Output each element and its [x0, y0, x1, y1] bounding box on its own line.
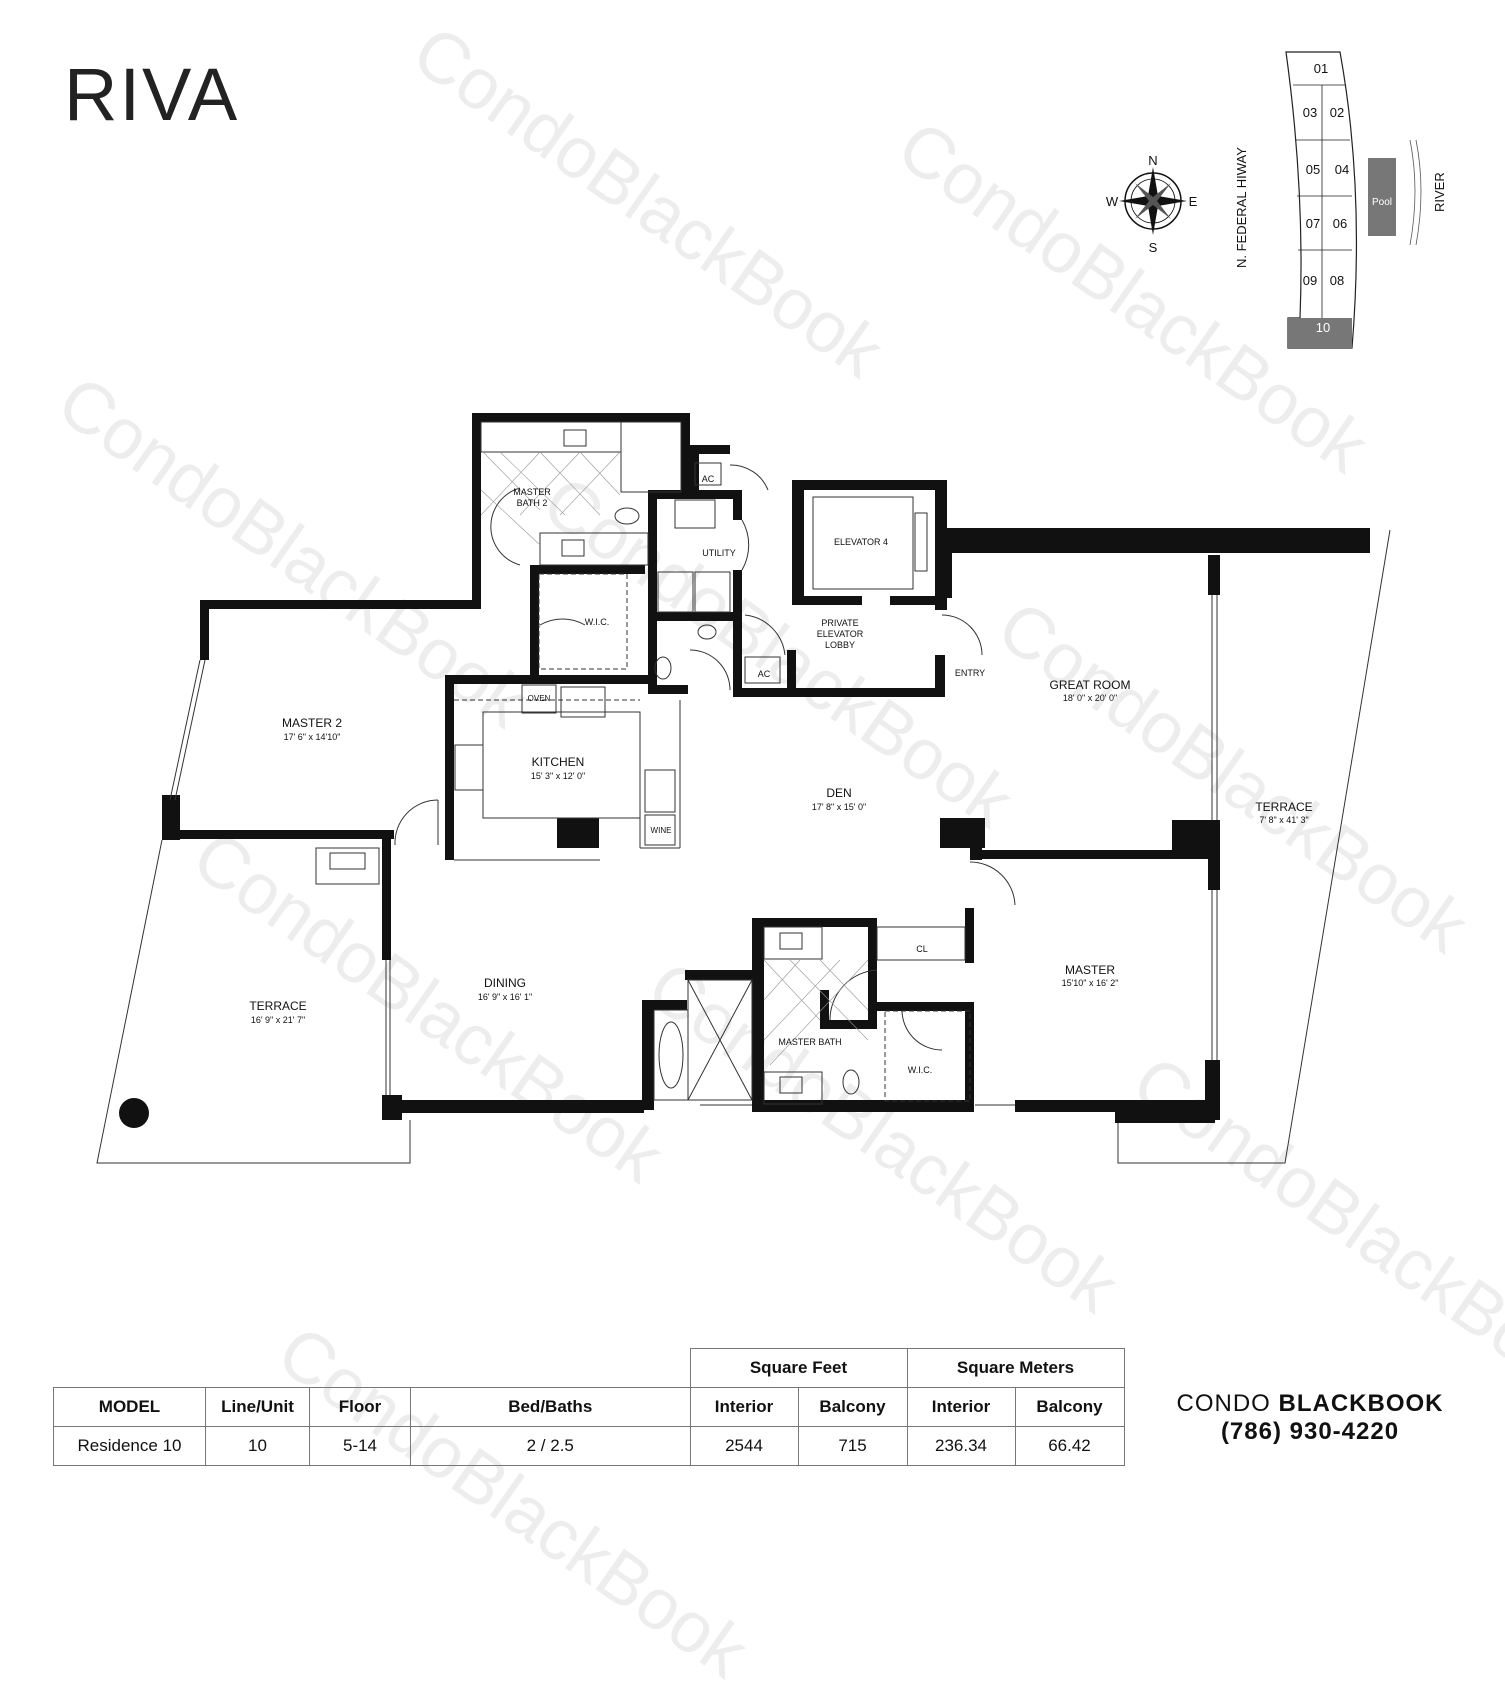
header-bed-baths: Bed/Baths	[410, 1387, 691, 1427]
label-oven: OVEN	[528, 694, 551, 703]
label-dining: DINING	[484, 976, 526, 990]
cell-bed-baths: 2 / 2.5	[410, 1426, 691, 1466]
label-cl: CL	[916, 944, 928, 954]
label-kitchen-dim: 15' 3" x 12' 0"	[531, 771, 585, 781]
label-great-room: GREAT ROOM	[1050, 678, 1131, 692]
cell-interior-sqft: 2544	[689, 1426, 799, 1466]
label-terrace-west-dim: 16' 9" x 21' 7"	[251, 1015, 305, 1025]
compass-e: E	[1189, 194, 1198, 209]
header-balcony-sqft: Balcony	[797, 1387, 908, 1427]
keyplan-unit-04: 04	[1335, 162, 1349, 177]
label-utility: UTILITY	[702, 548, 736, 558]
label-wic-1: W.I.C.	[585, 617, 610, 627]
walls	[162, 413, 1370, 1123]
label-master-bath-2: MASTER	[513, 487, 551, 497]
label-dining-dim: 16' 9" x 16' 1"	[478, 992, 532, 1002]
label-master-bath: MASTER BATH	[778, 1037, 841, 1047]
compass-s: S	[1149, 240, 1158, 255]
cell-balcony-sqm: 66.42	[1014, 1426, 1125, 1466]
tile-pattern	[480, 449, 869, 1066]
label-master: MASTER	[1065, 963, 1115, 977]
cell-interior-sqm: 236.34	[906, 1426, 1016, 1466]
keyplan-unit-02: 02	[1330, 105, 1344, 120]
keyplan-unit-09: 09	[1303, 273, 1317, 288]
brand-name-light: CONDO	[1176, 1390, 1271, 1417]
brand-name-bold: BLACKBOOK	[1278, 1390, 1444, 1417]
brand-block: CONDO BLACKBOOK (786) 930-4220	[1145, 1390, 1475, 1446]
label-ac-lobby: AC	[758, 669, 771, 679]
header-square-meters: Square Meters	[906, 1348, 1125, 1388]
compass-n: N	[1148, 153, 1157, 168]
label-master-dim: 15'10" x 16' 2"	[1062, 978, 1119, 988]
label-wine: WINE	[651, 826, 672, 835]
label-den-dim: 17' 8" x 15' 0"	[812, 802, 866, 812]
keyplan-unit-03: 03	[1303, 105, 1317, 120]
column-dot	[119, 1098, 149, 1128]
spec-table: Square Feet Square Meters MODEL Line/Uni…	[53, 1348, 1125, 1466]
cell-balcony-sqft: 715	[797, 1426, 908, 1466]
keyplan-unit-06: 06	[1333, 216, 1347, 231]
keyplan-unit-05: 05	[1306, 162, 1320, 177]
keyplan-unit-08: 08	[1330, 273, 1344, 288]
label-terrace-west: TERRACE	[249, 999, 306, 1013]
header-interior-sqft: Interior	[689, 1387, 799, 1427]
label-entry: ENTRY	[955, 668, 985, 678]
label-elevator: ELEVATOR 4	[834, 537, 888, 547]
keyplan-unit-07: 07	[1306, 216, 1320, 231]
cell-floor: 5-14	[309, 1426, 411, 1466]
cell-line-unit: 10	[205, 1426, 310, 1466]
label-master-2: MASTER 2	[282, 716, 342, 730]
thin-lines	[96, 421, 1391, 1164]
floor-plan: RIVA N S E W N. FEDERAL HIWAY 01 02 03 0…	[64, 51, 1447, 1164]
label-terrace-east-dim: 7' 8" x 41' 3"	[1259, 815, 1308, 825]
header-balcony-sqm: Balcony	[1014, 1387, 1125, 1427]
header-square-feet: Square Feet	[689, 1348, 908, 1388]
label-master-2-dim: 17' 6" x 14'10"	[284, 732, 341, 742]
label-den: DEN	[826, 786, 851, 800]
compass-w: W	[1106, 194, 1119, 209]
label-wic-2: W.I.C.	[908, 1065, 933, 1075]
river-label: RIVER	[1432, 172, 1447, 212]
keyplan-unit-01: 01	[1314, 61, 1328, 76]
brand-phone: (786) 930-4220	[1220, 1418, 1400, 1445]
room-labels: MASTER BATH 2 AC UTILITY ELEVATOR 4 W.I.…	[249, 474, 1312, 1075]
label-lobby-1: PRIVATE	[821, 618, 858, 628]
logo: RIVA	[64, 53, 239, 136]
label-lobby-2: ELEVATOR	[817, 629, 864, 639]
label-master-bath-2-num: BATH 2	[517, 498, 548, 508]
label-great-room-dim: 18' 0" x 20' 0"	[1063, 693, 1117, 703]
pool-label: Pool	[1372, 197, 1392, 208]
label-kitchen: KITCHEN	[532, 755, 585, 769]
header-floor: Floor	[309, 1387, 411, 1427]
label-lobby-3: LOBBY	[825, 640, 855, 650]
header-interior-sqm: Interior	[906, 1387, 1016, 1427]
cell-model: Residence 10	[53, 1426, 206, 1466]
road-label: N. FEDERAL HIWAY	[1234, 147, 1249, 268]
label-terrace-east: TERRACE	[1255, 800, 1312, 814]
keyplan-unit-10: 10	[1316, 320, 1330, 335]
compass-rose	[1119, 167, 1187, 235]
header-line-unit: Line/Unit	[205, 1387, 310, 1427]
header-model: MODEL	[53, 1387, 206, 1427]
label-ac-top: AC	[702, 474, 715, 484]
key-plan: N. FEDERAL HIWAY 01 02 03 04 05 06 07 08…	[1234, 51, 1447, 349]
